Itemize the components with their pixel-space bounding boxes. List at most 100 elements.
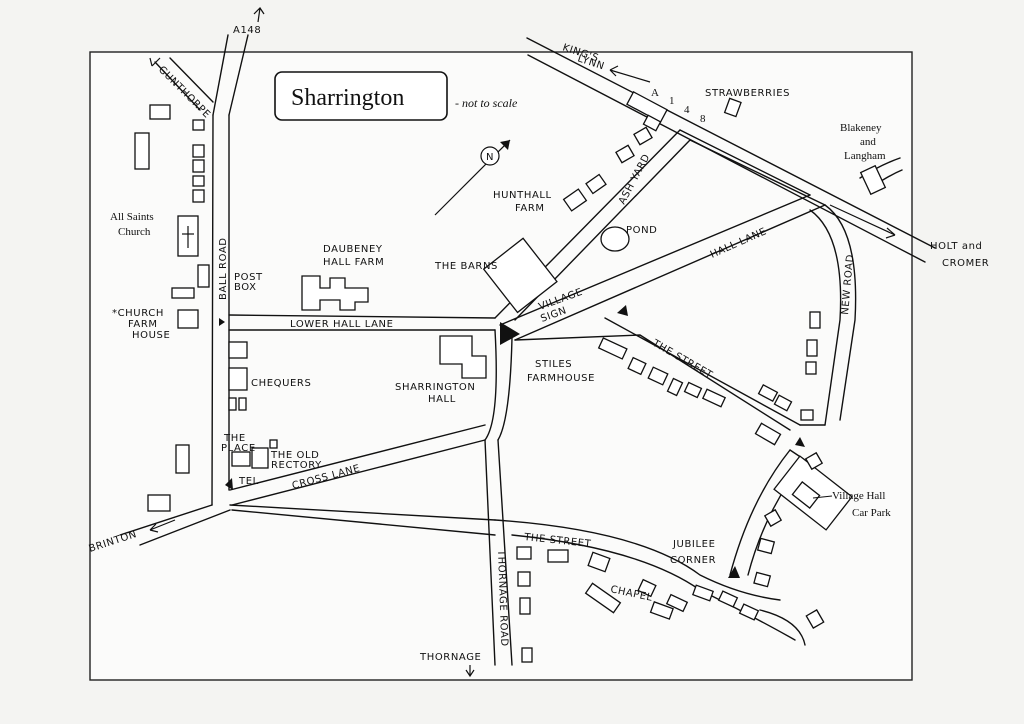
marker-cross-lane [225, 478, 233, 490]
road-the-street-upper [514, 317, 801, 431]
building [756, 537, 776, 555]
arrow-brinton [149, 519, 176, 533]
building [665, 593, 689, 613]
building [516, 546, 532, 560]
label-hunthall-1: HUNTHALL [493, 190, 552, 201]
building [228, 397, 237, 411]
road-the-street-lower [494, 519, 796, 641]
road-a148-main [526, 37, 936, 263]
label-post-box-2: BOX [234, 282, 257, 293]
scale-note: - not to scale [455, 96, 518, 110]
building [482, 237, 558, 314]
label-a148: A148 [233, 25, 261, 36]
label-thornage: THORNAGE [419, 652, 481, 663]
sharrington-hall [439, 335, 487, 379]
building [691, 584, 715, 602]
building [738, 603, 760, 621]
building [175, 444, 190, 474]
building [192, 159, 205, 173]
building [149, 104, 171, 120]
roads [119, 34, 936, 666]
label-hunthall-2: FARM [515, 203, 545, 214]
label-village-hall-1: Village Hall [832, 490, 885, 502]
compass: N [434, 139, 511, 216]
label-a148-8: 8 [700, 113, 706, 125]
road-ball-road [211, 114, 230, 506]
road-brinton [119, 504, 231, 546]
label-tel: TEL [238, 476, 259, 487]
junction-markers [219, 305, 805, 578]
label-all-saints-2: Church [118, 226, 151, 238]
road-lower-hall-lane [228, 314, 496, 331]
building [757, 383, 779, 403]
label-old-rectory-1: THE OLD [270, 450, 319, 461]
label-ball-road: BALL ROAD [218, 237, 229, 300]
building [238, 397, 247, 411]
arrow-kings-lynn [609, 65, 651, 83]
building [585, 173, 607, 195]
label-sharrington-hall-1: SHARRINGTON [395, 382, 476, 393]
building [615, 144, 635, 164]
label-the-barns: THE BARNS [434, 261, 498, 272]
building [637, 578, 657, 598]
building [192, 119, 205, 131]
building [753, 571, 772, 588]
marker-new-road [795, 437, 805, 447]
compass-north-label: N [486, 152, 494, 163]
label-church-farm-3: HOUSE [132, 330, 170, 341]
road-thornage [484, 439, 513, 666]
building [701, 388, 727, 408]
title-box [274, 71, 448, 121]
building [197, 264, 210, 288]
label-blakeney-1: Blakeney [840, 122, 882, 134]
label-sharrington-hall-2: HALL [428, 394, 456, 405]
road-gunthorpe [154, 57, 214, 111]
label-all-saints-1: All Saints [110, 211, 154, 223]
building [519, 597, 531, 615]
label-blakeney-3: Langham [844, 150, 886, 162]
building [627, 356, 647, 376]
label-strawberries: STRAWBERRIES [705, 88, 790, 99]
building [228, 367, 248, 391]
map-title: Sharrington [291, 85, 404, 111]
pond [600, 226, 630, 252]
building [683, 381, 703, 399]
building [231, 451, 251, 467]
building [517, 571, 531, 587]
building [804, 451, 824, 471]
building [642, 114, 662, 132]
building [666, 377, 684, 397]
building [597, 337, 628, 360]
building [547, 549, 569, 563]
building [773, 394, 793, 412]
building [649, 601, 674, 620]
label-thornage-road: THORNAGE ROAD [495, 549, 509, 647]
building [192, 175, 205, 187]
building [800, 409, 814, 421]
daubeney-hall-farm [301, 275, 369, 311]
building [806, 339, 818, 357]
label-church-farm-2: FARM [128, 319, 158, 330]
map-frame [89, 51, 913, 681]
chapel-building [584, 582, 622, 614]
marker-jubilee [728, 566, 740, 578]
building [717, 590, 739, 608]
road-hall-bend [484, 329, 513, 441]
arrow-holt [829, 204, 896, 239]
road-bottom-link [229, 504, 496, 536]
label-jubilee-1: JUBILEE [672, 539, 716, 550]
label-a148-1: 1 [669, 95, 675, 107]
building [754, 422, 782, 446]
building [647, 366, 669, 386]
building [192, 144, 205, 158]
label-stiles-1: STILES [535, 359, 572, 370]
label-church-farm-1: *CHURCH [112, 308, 164, 319]
road-cross-lane [229, 424, 486, 506]
building [791, 481, 821, 509]
road-new-road [809, 204, 857, 426]
label-stiles-2: FARMHOUSE [527, 373, 595, 384]
marker-hall-lane [617, 305, 628, 316]
marker-ball-road [219, 318, 225, 326]
label-lower-hall-lane: LOWER HALL LANE [290, 319, 394, 330]
